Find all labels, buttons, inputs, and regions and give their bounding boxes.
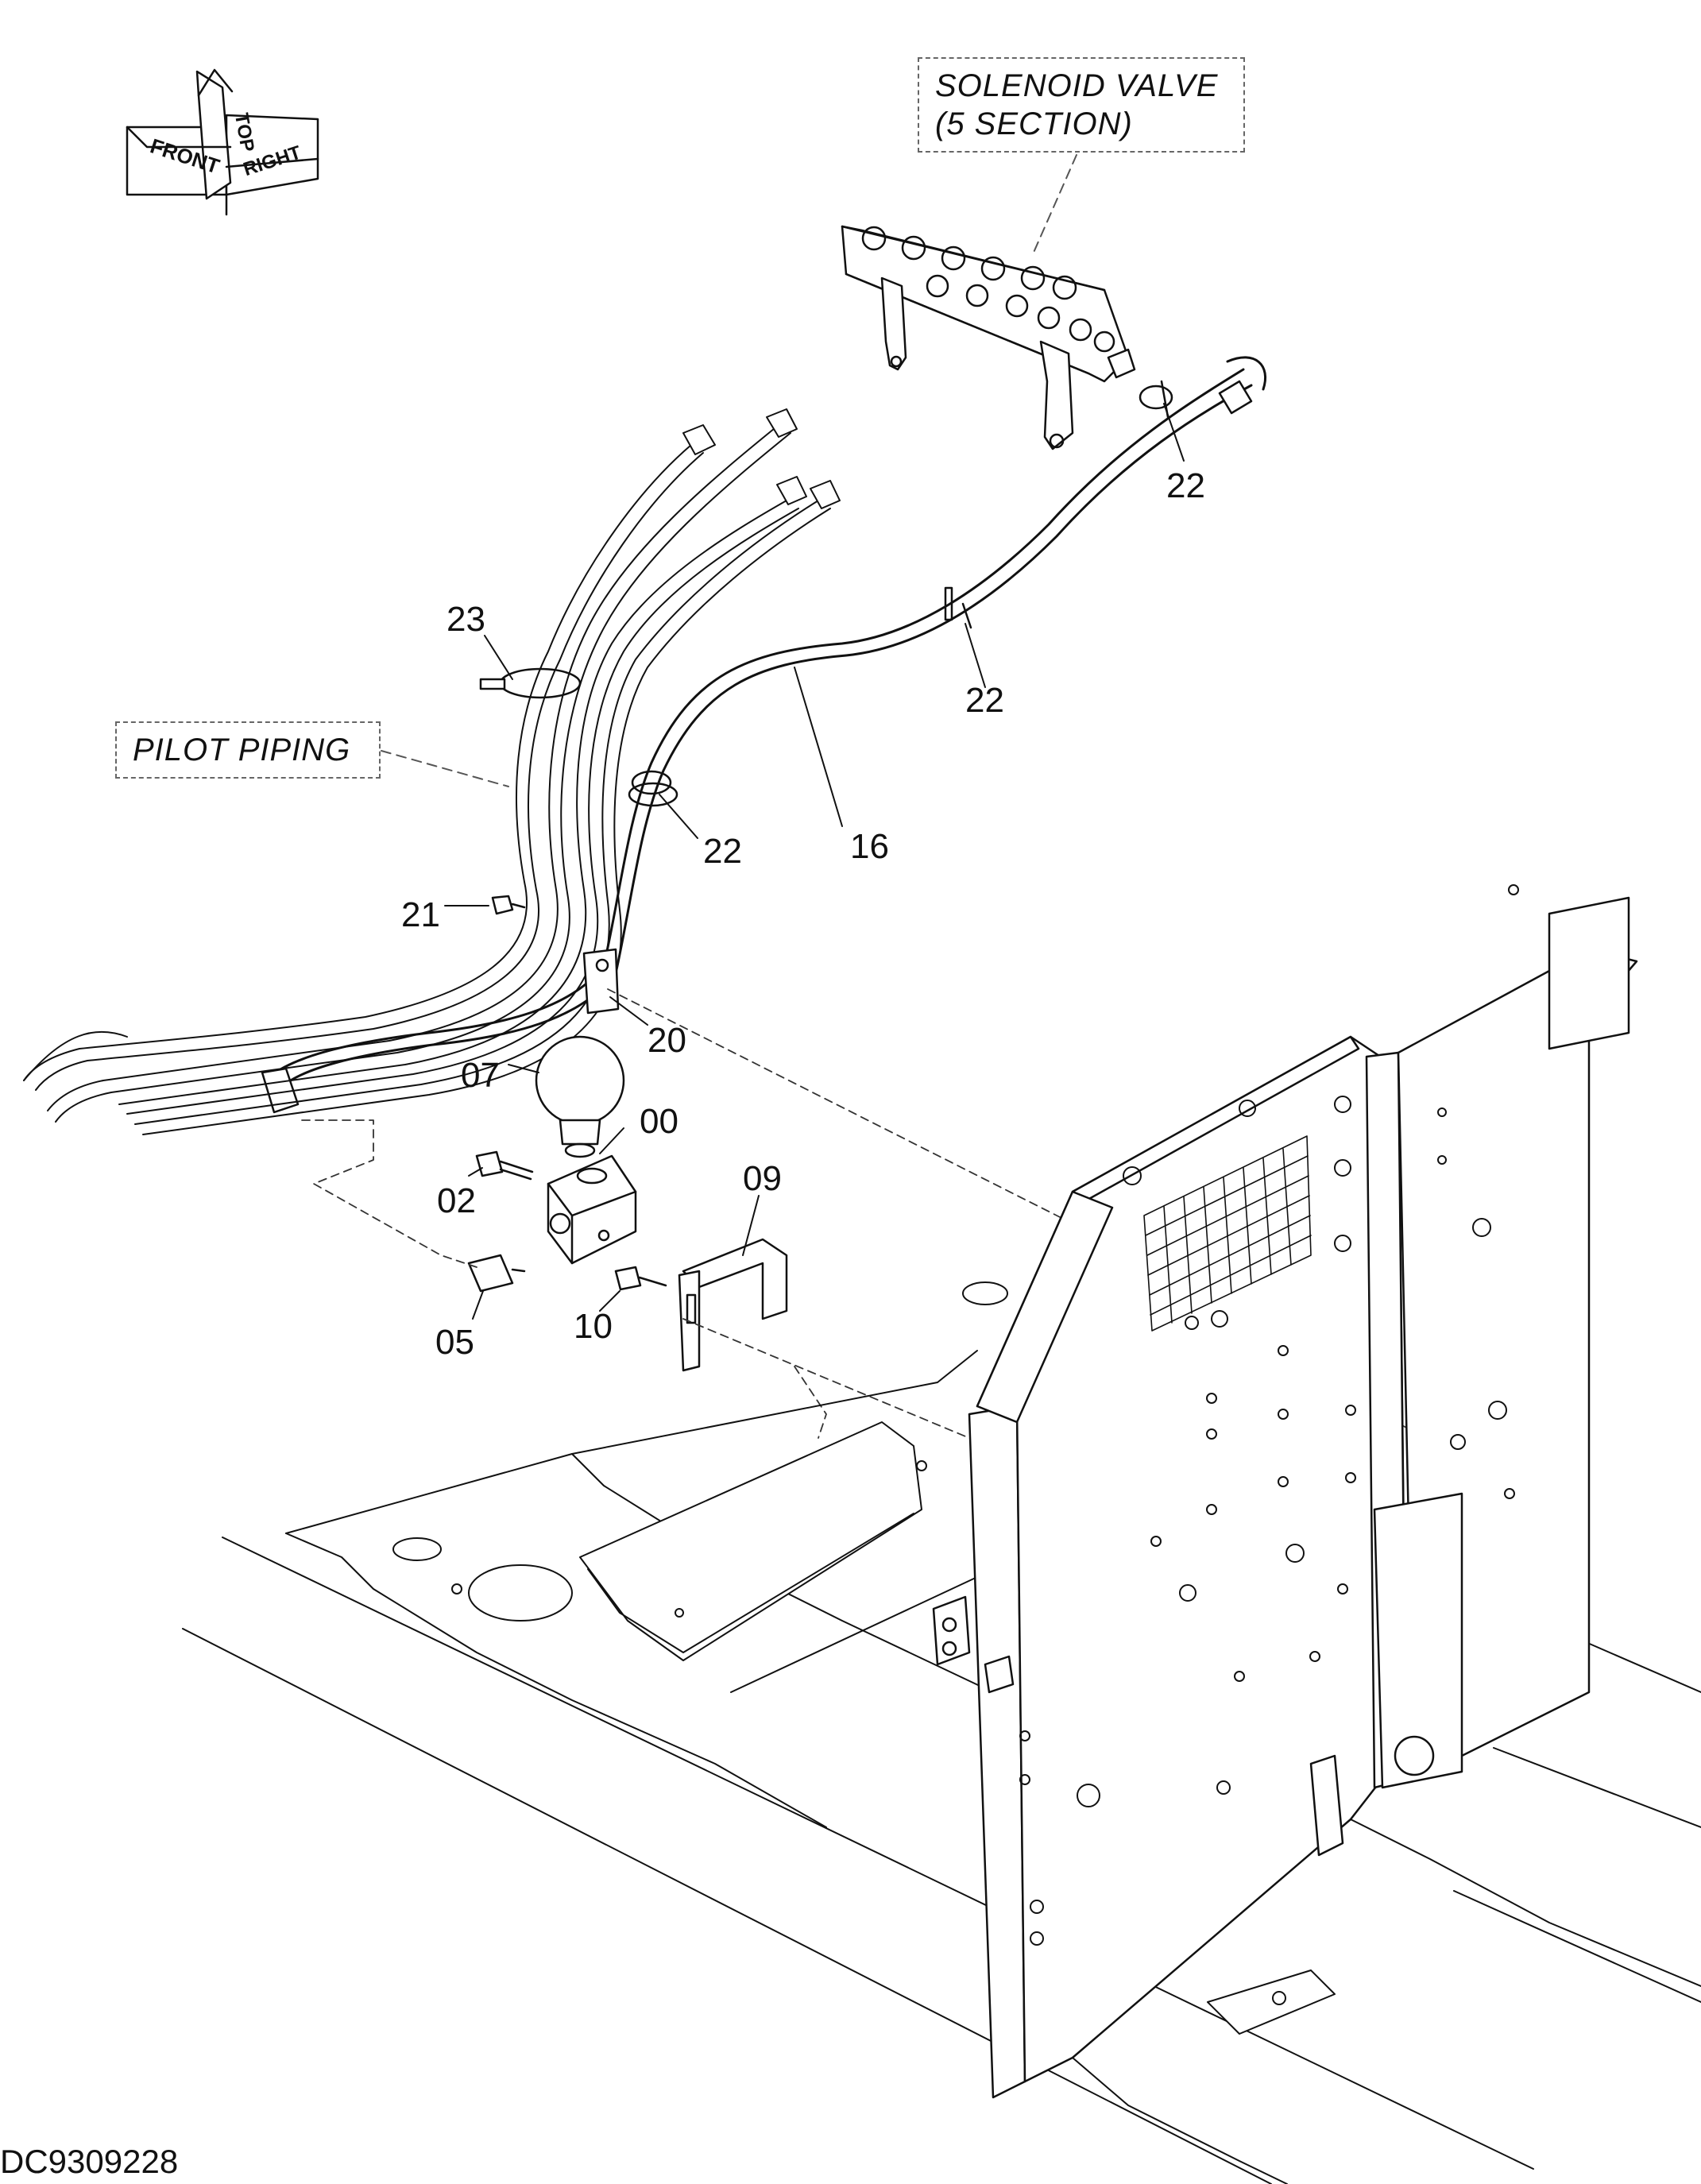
solenoid-note-line-2: (5 SECTION) xyxy=(935,106,1133,141)
bracket-09 xyxy=(678,1238,788,1372)
clamp-22-b xyxy=(944,586,972,629)
solenoid-note-line-1: SOLENOID VALVE xyxy=(935,68,1219,103)
callout-05: 05 xyxy=(435,1323,474,1362)
valve-block-00 xyxy=(547,1154,637,1265)
callout-09: 09 xyxy=(743,1159,782,1198)
fitting-05 xyxy=(467,1254,526,1293)
bolt-10 xyxy=(614,1266,667,1291)
callout-22-low: 22 xyxy=(703,832,742,871)
callout-16: 16 xyxy=(850,827,889,866)
screw-21 xyxy=(491,895,526,915)
mounting-panel xyxy=(932,884,1638,2099)
callout-00: 00 xyxy=(640,1102,678,1141)
clamp-22-c xyxy=(628,770,678,807)
callout-07: 07 xyxy=(461,1056,500,1095)
solenoid-valve xyxy=(841,225,1136,450)
orientation-compass-icon: FRONT TOP RIGHT xyxy=(126,68,319,216)
leader-lines xyxy=(444,403,1185,1320)
panel-holes xyxy=(1019,884,1519,1946)
pilot-piping-hoses xyxy=(23,408,841,1135)
callout-21: 21 xyxy=(401,895,440,934)
base-rails xyxy=(1072,1819,1701,2184)
bolt-02 xyxy=(475,1150,534,1181)
base-frame xyxy=(182,1281,1701,2184)
solenoid-valve-note: SOLENOID VALVE (5 SECTION) xyxy=(918,57,1245,153)
cable-tie-23 xyxy=(479,667,582,699)
callout-22-mid: 22 xyxy=(965,681,1004,720)
clamp-20 xyxy=(582,948,620,1015)
accumulator-07 xyxy=(535,1035,625,1158)
callout-02: 02 xyxy=(437,1181,476,1220)
callout-20: 20 xyxy=(648,1021,686,1060)
pilot-piping-label: PILOT PIPING xyxy=(133,733,351,767)
pilot-piping-note: PILOT PIPING xyxy=(115,721,381,779)
callout-22-top: 22 xyxy=(1166,466,1205,505)
drawing-code: DC9309228 xyxy=(0,2143,179,2180)
vent-grille xyxy=(1143,1135,1312,1332)
callout-23: 23 xyxy=(447,600,485,639)
hose-16 xyxy=(261,356,1267,1114)
callout-10: 10 xyxy=(574,1307,613,1346)
